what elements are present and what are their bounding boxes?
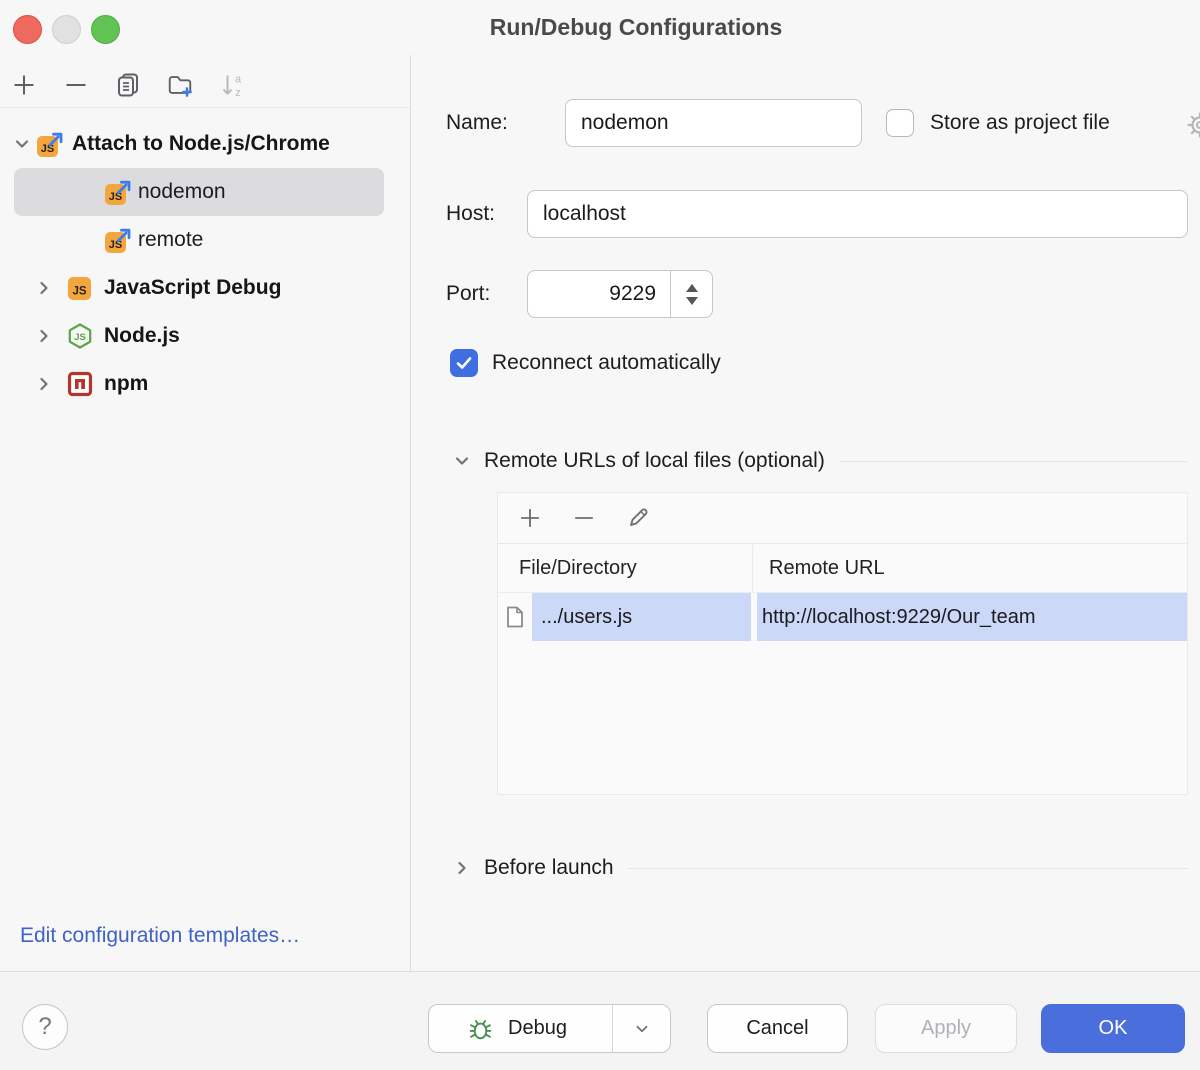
tree-group-label: Node.js [104, 324, 180, 347]
apply-button[interactable]: Apply [875, 1004, 1017, 1053]
zoom-window-button[interactable] [91, 15, 120, 44]
npm-icon [67, 371, 93, 397]
sidebar-toolbar: a z [0, 62, 410, 108]
split-button-divider [612, 1005, 613, 1052]
increment-icon[interactable] [685, 283, 698, 292]
cell-remote-url[interactable]: http://localhost:9229/Our_team [757, 593, 1187, 641]
edit-icon[interactable] [624, 504, 652, 532]
chevron-right-icon[interactable] [34, 374, 54, 394]
before-launch-section-header[interactable]: Before launch [452, 844, 1188, 892]
debug-button-label: Debug [508, 1017, 567, 1039]
port-input[interactable] [528, 271, 670, 317]
chevron-right-icon[interactable] [34, 326, 54, 346]
debug-options-dropdown[interactable] [613, 1005, 670, 1052]
table-header-row: File/Directory Remote URL [498, 544, 1187, 593]
js-attach-icon: JS [105, 180, 131, 205]
bug-icon [469, 1020, 492, 1040]
svg-text:z: z [235, 87, 241, 99]
tree-item-label: remote [138, 228, 204, 251]
chevron-right-icon[interactable] [34, 278, 54, 298]
nodejs-icon: JS [68, 323, 92, 349]
column-header-file-directory[interactable]: File/Directory [498, 544, 753, 592]
copy-configuration-icon[interactable] [114, 71, 142, 99]
section-title: Remote URLs of local files (optional) [484, 449, 825, 472]
reconnect-automatically-checkbox[interactable] [450, 349, 478, 377]
new-folder-icon[interactable] [166, 71, 194, 99]
store-as-project-file-checkbox[interactable] [886, 109, 914, 137]
decrement-icon[interactable] [685, 296, 698, 305]
dialog-title: Run/Debug Configurations [489, 14, 783, 40]
close-window-button[interactable] [13, 15, 42, 44]
table-toolbar [498, 493, 1187, 544]
window-controls [13, 15, 120, 44]
stepper-buttons [671, 271, 712, 317]
remote-urls-section-header[interactable]: Remote URLs of local files (optional) [452, 444, 1188, 478]
cancel-button[interactable]: Cancel [707, 1004, 848, 1053]
tree-group-label: npm [104, 372, 149, 395]
file-icon [498, 593, 532, 641]
chevron-right-icon[interactable] [452, 858, 472, 878]
name-label: Name: [446, 111, 508, 134]
tree-item-remote[interactable]: JS remote [0, 216, 410, 264]
sidebar-divider [410, 55, 411, 972]
js-attach-icon: JS [37, 132, 63, 157]
port-label: Port: [446, 282, 491, 305]
stepper-divider [670, 271, 671, 317]
checkmark-icon [456, 357, 472, 369]
svg-text:JS: JS [74, 332, 86, 343]
minimize-window-button[interactable] [52, 15, 81, 44]
column-divider [751, 593, 757, 641]
js-attach-icon: JS [105, 228, 131, 253]
tree-item-label: nodemon [138, 180, 226, 203]
chevron-down-icon[interactable] [12, 134, 32, 154]
tree-group-label: Attach to Node.js/Chrome [72, 132, 330, 155]
tree-group-nodejs[interactable]: JS Node.js [0, 312, 410, 360]
remove-icon[interactable] [570, 504, 598, 532]
reconnect-automatically-label: Reconnect automatically [492, 351, 721, 374]
host-input[interactable] [527, 190, 1188, 238]
tree-group-npm[interactable]: npm [0, 360, 410, 408]
add-icon[interactable] [516, 504, 544, 532]
javascript-icon: JS [68, 277, 91, 300]
add-configuration-icon[interactable] [10, 71, 38, 99]
store-as-project-file-label: Store as project file [930, 111, 1110, 134]
host-label: Host: [446, 202, 496, 225]
configurations-tree: JS Attach to Node.js/Chrome JS nodemon J… [0, 120, 410, 408]
section-title: Before launch [484, 856, 614, 879]
sort-alphabetically-icon[interactable]: a z [218, 71, 246, 99]
svg-text:JS: JS [109, 191, 122, 203]
dialog-footer: ? Debug Cancel Apply OK [0, 971, 1200, 1070]
tree-group-label: JavaScript Debug [104, 276, 282, 299]
svg-text:JS: JS [109, 239, 122, 251]
chevron-down-icon[interactable] [452, 451, 472, 471]
port-stepper [527, 270, 713, 318]
help-button[interactable]: ? [22, 1004, 68, 1050]
tree-group-javascript-debug[interactable]: JS JavaScript Debug [0, 264, 410, 312]
gear-icon[interactable] [1184, 109, 1200, 141]
section-rule [627, 867, 1188, 869]
svg-text:JS: JS [41, 143, 54, 155]
table-row[interactable]: .../users.js http://localhost:9229/Our_t… [498, 593, 1187, 641]
svg-text:JS: JS [72, 286, 86, 298]
help-question-mark: ? [38, 1013, 52, 1040]
remove-configuration-icon[interactable] [62, 71, 90, 99]
section-rule [838, 460, 1188, 462]
column-header-remote-url[interactable]: Remote URL [769, 556, 885, 579]
edit-configuration-templates-link[interactable]: Edit configuration templates… [20, 924, 301, 947]
tree-group-attach-node-chrome[interactable]: JS Attach to Node.js/Chrome [0, 120, 410, 168]
remote-urls-table: File/Directory Remote URL .../users.js h… [497, 492, 1188, 795]
debug-split-button: Debug [428, 1004, 671, 1053]
ok-button[interactable]: OK [1041, 1004, 1185, 1053]
cell-file-directory[interactable]: .../users.js [532, 593, 751, 641]
debug-button[interactable]: Debug [429, 1005, 612, 1052]
svg-text:a: a [235, 73, 242, 85]
tree-item-nodemon[interactable]: JS nodemon [14, 168, 384, 216]
chevron-down-icon [636, 1025, 647, 1032]
name-input[interactable] [565, 99, 862, 147]
